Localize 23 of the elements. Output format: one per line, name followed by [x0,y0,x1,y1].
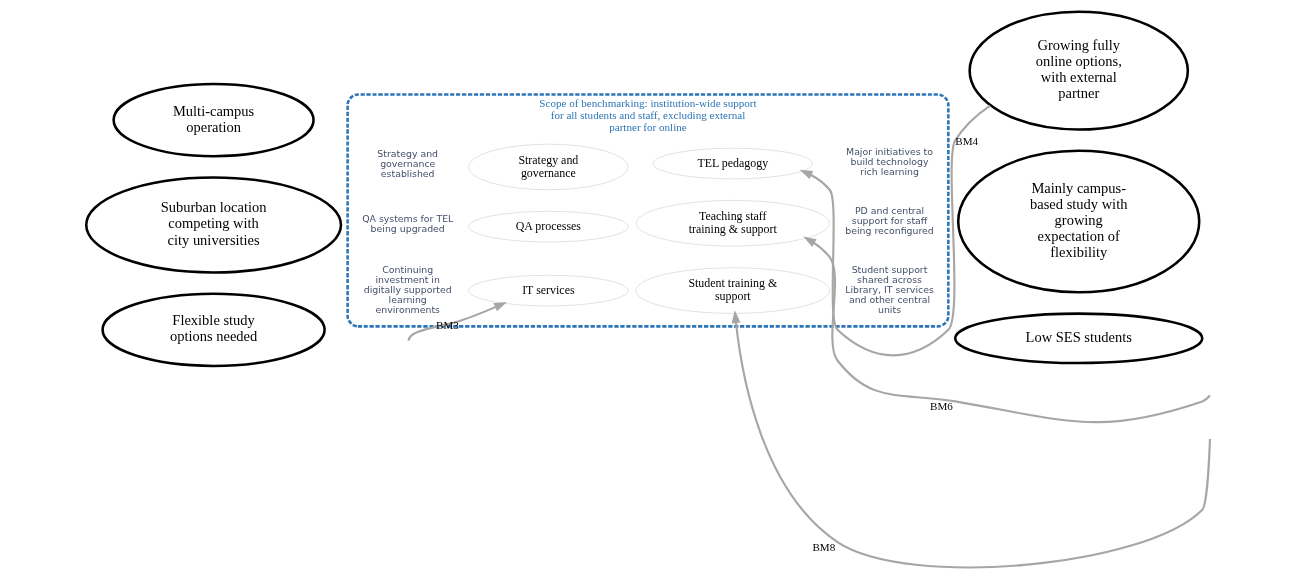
edge-label: BM6 [929,400,953,413]
arrow [407,302,507,341]
node-label: QA systems for TEL being upgraded [361,213,453,235]
node-ellipse: Growing fully online options, with external partner [967,10,1189,131]
node-ellipse: Suburban location competing with city universities [84,176,342,274]
node-label: Strategy and governance established [376,147,438,180]
node-label: Continuing investment in digitally supported learning environments [363,263,452,316]
node-label: Student support shared across Library, IT services and other central units [844,263,934,316]
edge-label: BM8 [811,540,835,553]
node-ellipse: Flexible study options needed [100,292,326,368]
node-label: PD and central support for staff being reconfigured [844,204,934,237]
node-ellipse: Mainly campus-based study with growing expectation of flexibility [956,149,1200,294]
node-ellipse: Low SES students [953,312,1204,365]
node-ellipse: QA processes [467,210,628,243]
arrow [799,104,991,357]
node-ellipse: IT services [467,274,628,307]
node-ellipse: Multi-campus operation [111,82,315,158]
node-label: Major initiatives to build technology rich learning [845,145,933,178]
node-ellipse: Strategy and governance [467,143,628,191]
arrow [731,310,1211,569]
node-ellipse: Student training & support [634,267,830,314]
arrow [802,236,1211,424]
edge-label: BM4 [954,134,978,147]
